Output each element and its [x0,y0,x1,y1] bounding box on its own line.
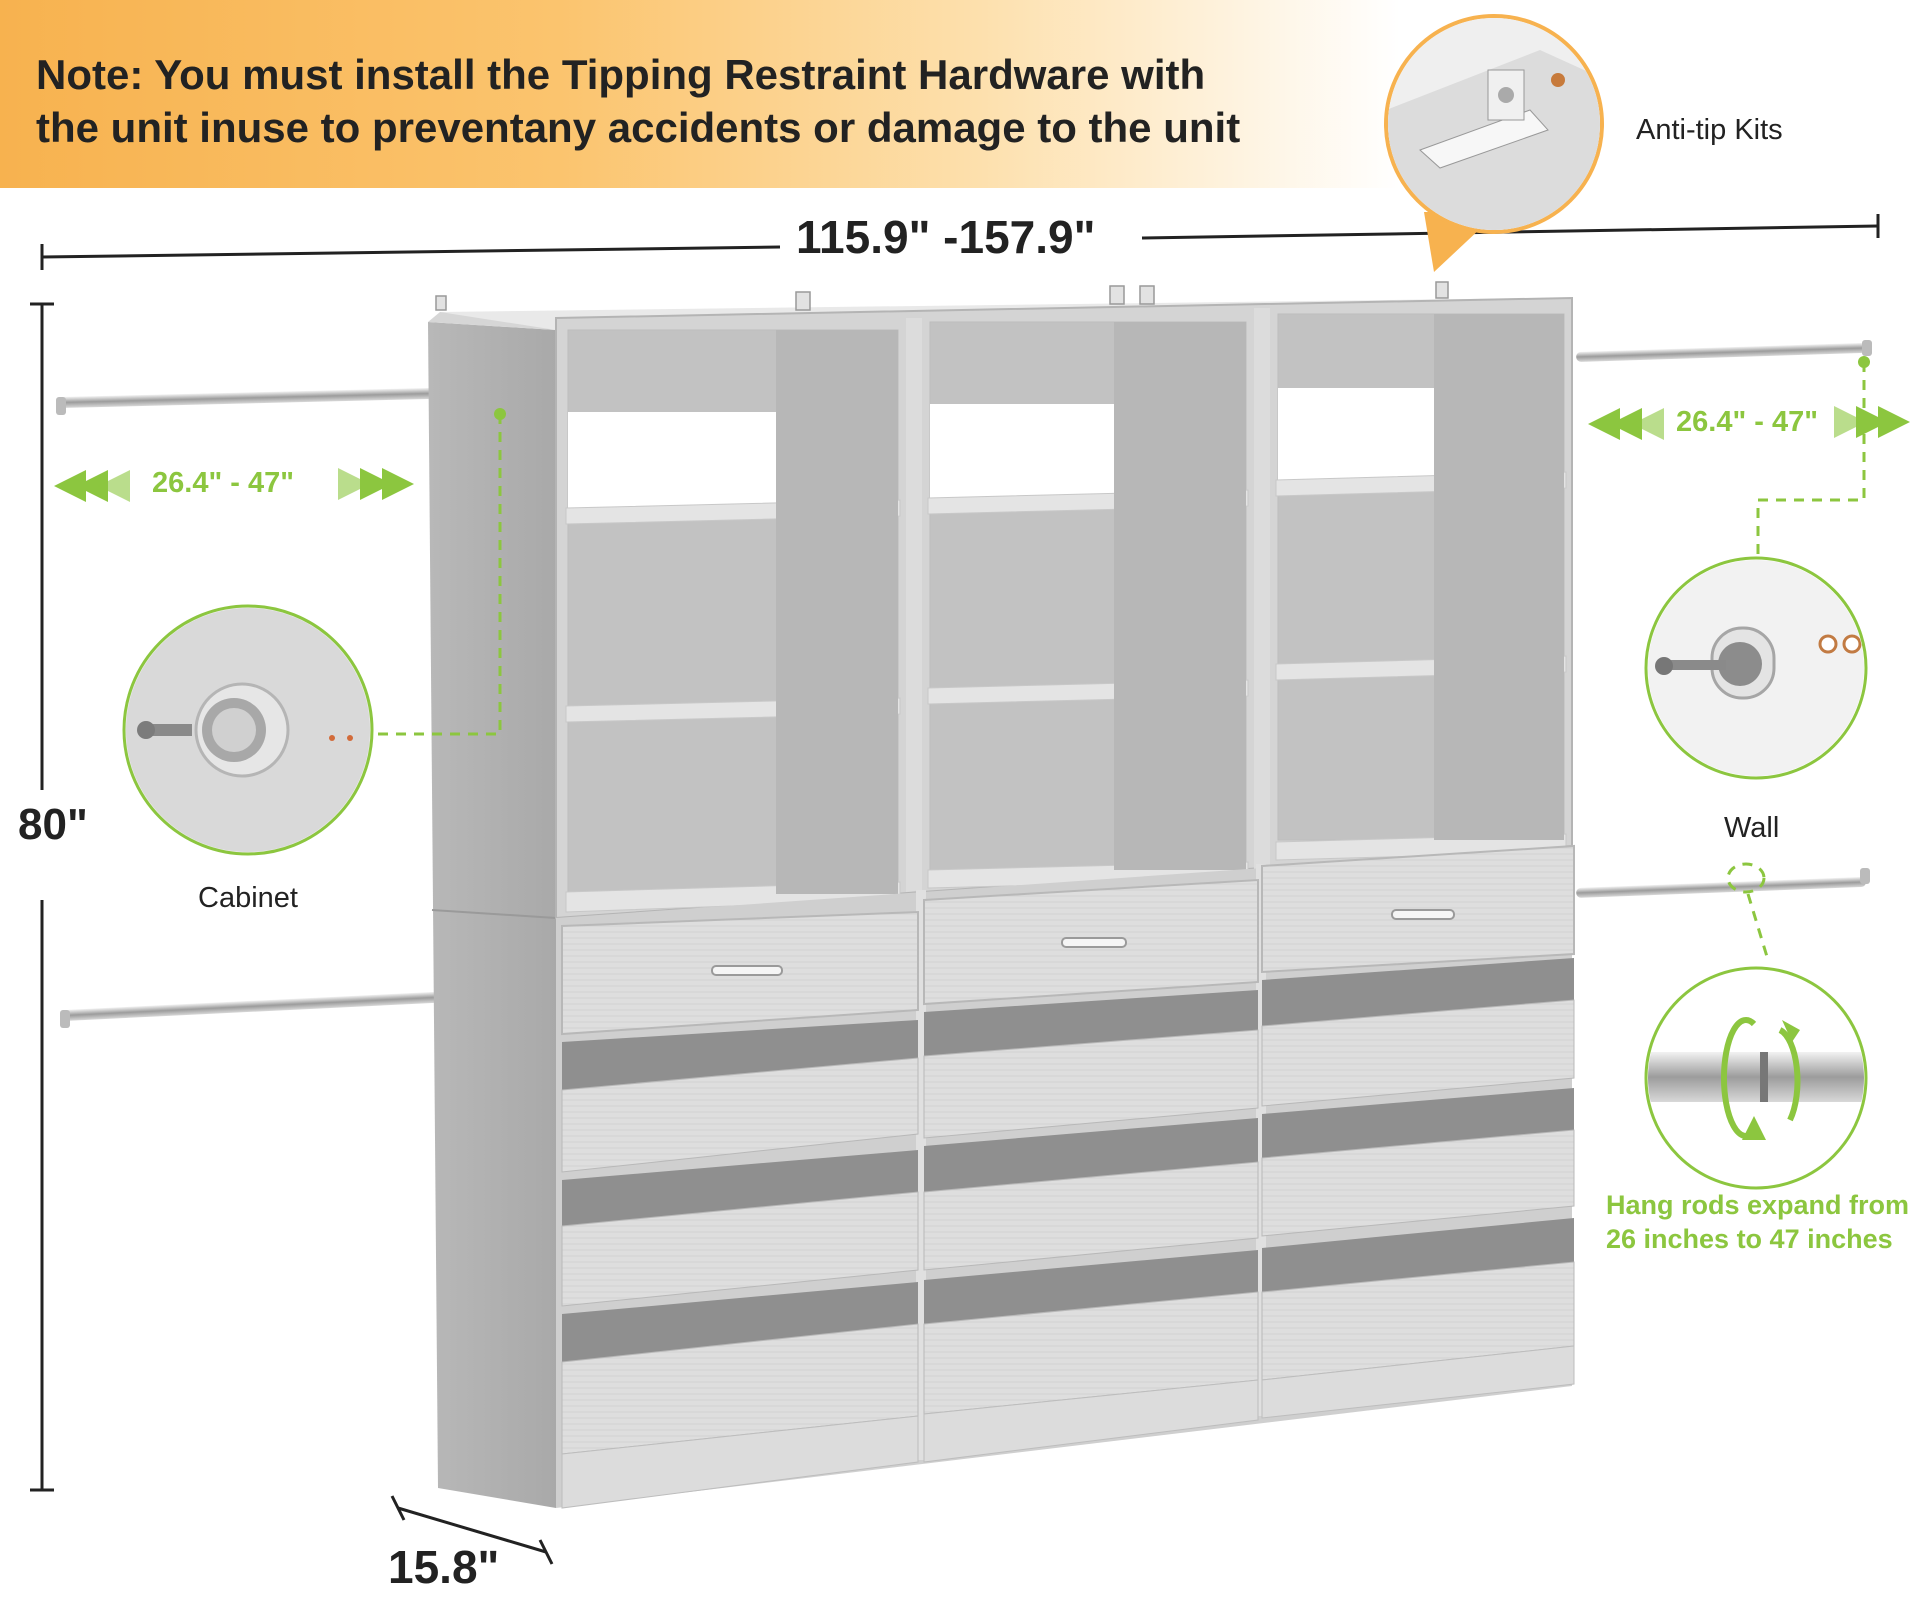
anti-tip-kits-label: Anti-tip Kits [1636,114,1783,146]
anti-tip-kit-callout [1384,14,1604,272]
height-dimension-line [30,302,54,1492]
left-rod-range-label: 26.4" - 47" [152,467,294,499]
right-rod-range-label: 26.4" - 47" [1676,406,1818,438]
wall-label: Wall [1724,812,1780,844]
depth-dimension-label: 15.8" [388,1541,500,1593]
right-rod-range-arrows [1588,406,1910,440]
caption-line-2: 26 inches to 47 inches [1606,1224,1893,1254]
left-rod-range-arrows [54,468,414,502]
hanging-rod-right-top [1576,340,1872,362]
note-line-1: Note: You must install the Tipping Restr… [36,51,1206,98]
depth-dimension-line [390,1495,554,1565]
rod-expansion-caption: Hang rods expand from 26 inches to 47 in… [1606,1188,1920,1256]
cabinet-label: Cabinet [198,882,298,914]
note-banner [0,0,1400,188]
note-line-2: the unit inuse to preventany accidents o… [36,104,1241,151]
wall-rod-leader [1726,862,1770,961]
leader-lines [368,362,1866,736]
wall-rod-anchor-dot [1858,356,1870,368]
cabinet-detail-callout [122,604,374,856]
drawer-handles [711,909,1455,976]
width-dimension-label: 115.9" -157.9" [796,211,1096,263]
top-anti-tip-brackets [435,281,1449,311]
wall-detail-callout [1644,556,1868,780]
caption-line-1: Hang rods expand from [1606,1190,1910,1220]
upper-hutch [555,296,1573,920]
open-bin-rows [561,958,1575,1509]
height-dimension-label: 80" [18,800,88,849]
cabinet-rod-anchor-dot [494,408,506,420]
cabinet-side-panel [428,312,557,1508]
hanging-rod-right-bottom [1576,868,1870,898]
rod-rotation-callout [1644,966,1868,1190]
installation-note: Note: You must install the Tipping Restr… [36,48,1366,154]
